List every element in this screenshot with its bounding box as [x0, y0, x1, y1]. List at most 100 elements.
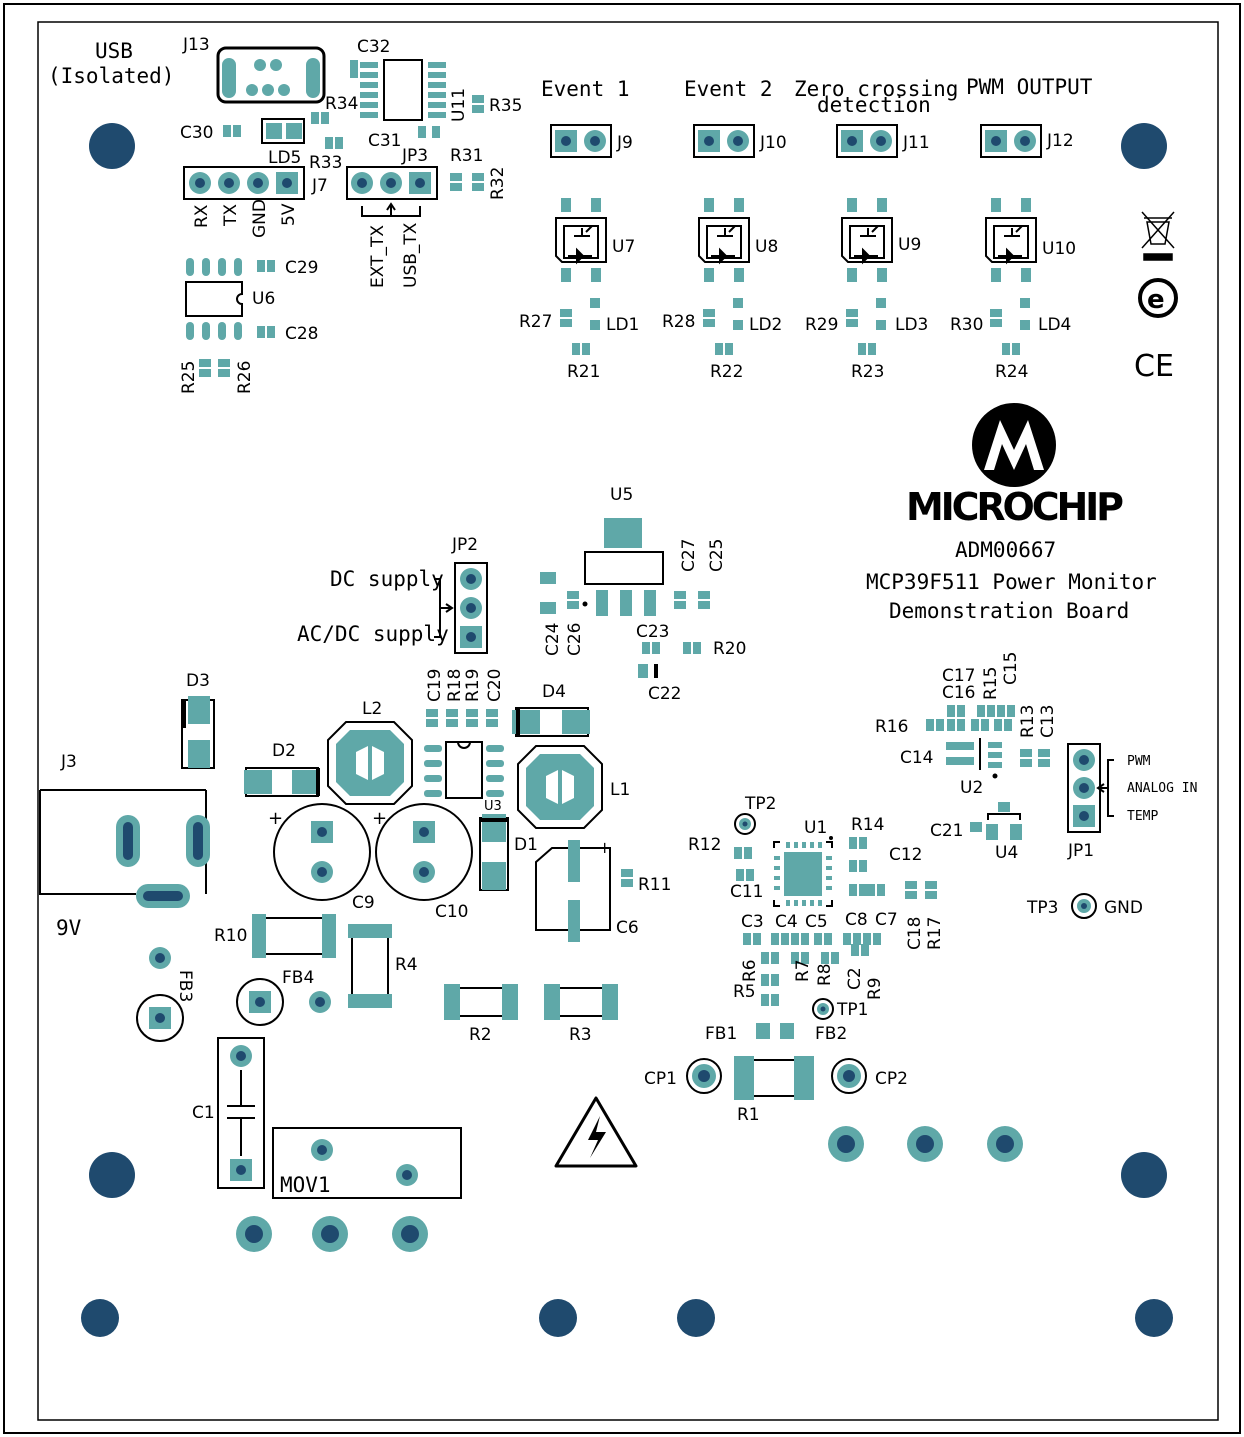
- board-name: MCP39F511 Power Monitor: [866, 570, 1157, 594]
- label-u4: U4: [995, 843, 1018, 863]
- output-2-led: LD2: [749, 315, 782, 335]
- label-c17: C17: [942, 666, 976, 686]
- label-c16: C16: [942, 683, 976, 703]
- label-mov1: MOV1: [280, 1173, 331, 1197]
- label-c4: C4: [775, 912, 798, 932]
- output-1-res: R27: [519, 312, 552, 332]
- label-fb4: FB4: [282, 968, 314, 988]
- label-r13: R13: [1018, 705, 1038, 738]
- output-channel-4: PWM OUTPUT J12 U10 R30 LD4 R24: [950, 75, 1093, 382]
- label-fb2: FB2: [815, 1024, 847, 1044]
- label-u2: U2: [960, 778, 983, 798]
- usb-title: USB: [95, 39, 133, 63]
- mov1-varistor: [272, 1127, 462, 1199]
- output-1-res2: R21: [567, 362, 600, 382]
- label-r7: R7: [793, 959, 813, 982]
- label-c24: C24: [543, 622, 563, 656]
- usb-subtitle: (Isolated): [48, 64, 174, 88]
- label-c13: C13: [1038, 704, 1058, 738]
- label-tp1: TP1: [836, 1000, 868, 1020]
- d4-diode: [512, 707, 590, 737]
- recycle-e-icon: e: [1138, 278, 1178, 318]
- jp3-jumper: [346, 166, 438, 217]
- label-c5: C5: [805, 912, 828, 932]
- label-c15: C15: [1001, 651, 1021, 685]
- svg-text:+: +: [598, 838, 611, 857]
- label-r14: R14: [851, 815, 884, 835]
- label-cp1: CP1: [644, 1069, 677, 1089]
- label-gnd: GND: [1104, 898, 1143, 918]
- input-voltage-label: 9V: [56, 916, 82, 940]
- label-r19: R19: [463, 669, 483, 702]
- j7-pin-tx: TX: [221, 204, 241, 227]
- label-c26: C26: [565, 622, 585, 656]
- jp2-opt-dc: DC supply: [330, 567, 444, 591]
- label-c3: C3: [741, 912, 764, 932]
- logo-text: MICROCHIP: [906, 485, 1124, 529]
- label-jp3: JP3: [401, 146, 428, 166]
- label-r20: R20: [713, 639, 746, 659]
- label-c12: C12: [889, 845, 923, 865]
- r4-resistor: [348, 924, 392, 1008]
- label-r5: R5: [733, 982, 756, 1002]
- jp1-jumper: [1067, 743, 1114, 833]
- tp2-testpoint: [734, 813, 756, 835]
- svg-text:+: +: [268, 808, 283, 829]
- output-1-title: Event 1: [541, 77, 630, 101]
- label-u5: U5: [610, 485, 633, 505]
- label-j3: J3: [60, 752, 77, 772]
- label-c27: C27: [679, 538, 699, 572]
- label-u11: U11: [449, 88, 469, 122]
- output-4-conn: J12: [1046, 131, 1074, 151]
- d2-diode: [244, 767, 320, 797]
- r3-resistor: [544, 984, 618, 1020]
- label-u1: U1: [804, 818, 827, 838]
- label-r17: R17: [925, 917, 945, 950]
- label-j7: J7: [311, 176, 328, 196]
- label-r31: R31: [450, 146, 483, 166]
- jp1-opt-pwm: PWM: [1127, 754, 1151, 769]
- label-tp3: TP3: [1026, 898, 1058, 918]
- fb4-bead: [236, 978, 331, 1026]
- l2-inductor: [327, 721, 413, 805]
- output-2-title: Event 2: [684, 77, 773, 101]
- c9-capacitor: +: [268, 803, 371, 901]
- u11-chip: [350, 59, 446, 138]
- label-c29: C29: [285, 258, 319, 278]
- label-r33: R33: [309, 153, 342, 173]
- j7-pin-5v: 5V: [279, 203, 299, 226]
- label-c25: C25: [707, 538, 727, 572]
- output-channel-2: Event 2 J10 U8 R28 LD2 R22: [662, 77, 787, 382]
- label-l1: L1: [610, 780, 630, 800]
- output-1-conn: J9: [616, 133, 633, 153]
- cp2-terminal: [831, 1058, 867, 1094]
- label-c8: C8: [845, 910, 868, 930]
- u3-chip: [424, 741, 504, 799]
- u5-regulator: [582, 518, 664, 616]
- output-4-opto: U10: [1042, 239, 1076, 259]
- label-c18: C18: [905, 916, 925, 950]
- c6-capacitor: +: [535, 838, 611, 942]
- label-r8: R8: [815, 963, 835, 986]
- label-r35: R35: [489, 96, 522, 116]
- fb3-bead: [136, 947, 184, 1042]
- mounting-holes: [81, 123, 1173, 1337]
- label-d1: D1: [514, 835, 538, 855]
- label-c20: C20: [485, 668, 505, 702]
- part-number: ADM00667: [955, 538, 1056, 562]
- jp1-opt-analog: ANALOG IN: [1127, 781, 1197, 796]
- j7-pin-gnd: GND: [250, 199, 270, 238]
- output-3-opto: U9: [898, 235, 921, 255]
- label-fb1: FB1: [705, 1024, 737, 1044]
- jp3-opt-usb-tx: USB_TX: [401, 222, 421, 288]
- label-r15: R15: [981, 667, 1001, 700]
- label-d4: D4: [542, 682, 566, 702]
- j3-power-jack: [39, 789, 210, 908]
- label-r4: R4: [395, 955, 418, 975]
- u1-chip: [773, 836, 833, 907]
- tp1-testpoint: [812, 998, 834, 1020]
- label-r18: R18: [445, 669, 465, 702]
- output-4-res: R30: [950, 315, 983, 335]
- label-r25: R25: [179, 361, 199, 394]
